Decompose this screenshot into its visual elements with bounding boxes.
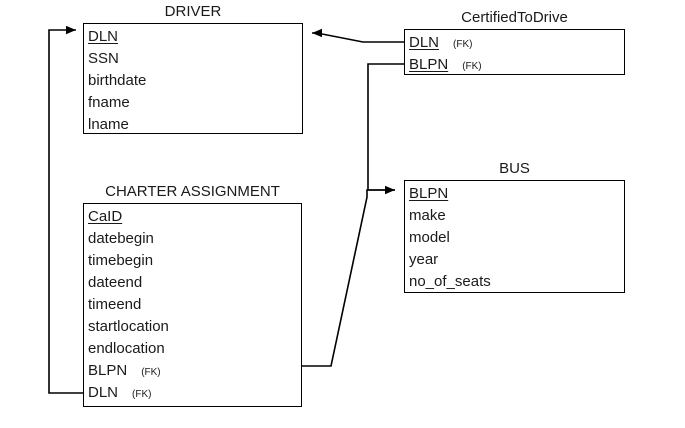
entity-title-certifiedtodrive: CertifiedToDrive: [461, 9, 568, 26]
attribute-row: birthdate: [88, 70, 146, 92]
entity-title-charter-assignment: CHARTER ASSIGNMENT: [105, 183, 280, 200]
attribute-name: DLN: [88, 28, 119, 45]
attribute-name: timebegin: [88, 252, 154, 269]
entity-certifiedtodrive[interactable]: DLN (FK) BLPN (FK): [404, 29, 625, 75]
entity-title-driver: DRIVER: [164, 3, 222, 20]
attribute-name: BLPN: [409, 56, 449, 73]
attribute-row: no_of_seats: [409, 271, 491, 293]
attribute-row: BLPN (FK): [88, 360, 169, 382]
attribute-name: DLN: [409, 34, 440, 51]
attribute-list-charter-assignment: CaID datebegin timebegin dateend timeend…: [84, 204, 169, 404]
attribute-row: SSN: [88, 48, 146, 70]
foreign-key-marker: (FK): [453, 39, 473, 50]
attribute-name: year: [409, 251, 439, 268]
attribute-row: model: [409, 227, 491, 249]
attribute-name: timeend: [88, 296, 142, 313]
attribute-name: endlocation: [88, 340, 165, 357]
attribute-name: model: [409, 229, 450, 246]
foreign-key-marker: (FK): [462, 61, 482, 72]
foreign-key-marker: (FK): [141, 367, 161, 378]
attribute-name: SSN: [88, 50, 119, 67]
attribute-row: DLN (FK): [88, 382, 169, 404]
attribute-name: startlocation: [88, 318, 169, 335]
entity-title-bus: BUS: [499, 160, 530, 177]
relationship-line-charter-blpn-bus: [302, 189, 395, 367]
foreign-key-marker: (FK): [132, 389, 152, 400]
attribute-row: year: [409, 249, 491, 271]
entity-charter-assignment[interactable]: CaID datebegin timebegin dateend timeend…: [83, 203, 302, 407]
attribute-row: datebegin: [88, 228, 169, 250]
attribute-row: timeend: [88, 294, 169, 316]
attribute-name: birthdate: [88, 72, 147, 89]
attribute-name: datebegin: [88, 230, 154, 247]
attribute-row: endlocation: [88, 338, 169, 360]
attribute-row: make: [409, 205, 491, 227]
attribute-name: dateend: [88, 274, 143, 291]
attribute-name: make: [409, 207, 446, 224]
attribute-row: fname: [88, 92, 146, 114]
attribute-list-bus: BLPN make model year no_of_seats: [405, 181, 491, 293]
attribute-row: startlocation: [88, 316, 169, 338]
attribute-name: no_of_seats: [409, 273, 491, 290]
attribute-name: fname: [88, 94, 130, 111]
entity-bus[interactable]: BLPN make model year no_of_seats: [404, 180, 625, 293]
attribute-row: DLN (FK): [409, 32, 482, 54]
relationship-line-certifiedtodrive-dln-driver: [312, 28, 404, 43]
attribute-row: timebegin: [88, 250, 169, 272]
attribute-row: BLPN (FK): [409, 54, 482, 76]
attribute-row: lname: [88, 114, 146, 136]
attribute-name: DLN: [88, 384, 119, 401]
attribute-list-certifiedtodrive: DLN (FK) BLPN (FK): [405, 30, 482, 76]
attribute-name: BLPN: [409, 185, 449, 202]
attribute-name: lname: [88, 116, 129, 133]
relationship-line-charter-dln-driver: [48, 25, 83, 394]
attribute-row: DLN: [88, 26, 146, 48]
attribute-name: BLPN: [88, 362, 128, 379]
attribute-name: CaID: [88, 208, 123, 225]
attribute-row: dateend: [88, 272, 169, 294]
entity-driver[interactable]: DLN SSN birthdate fname lname: [83, 23, 303, 134]
attribute-row: CaID: [88, 206, 169, 228]
attribute-list-driver: DLN SSN birthdate fname lname: [84, 24, 146, 136]
relationship-line-certifiedtodrive-blpn-bus: [367, 63, 404, 195]
attribute-row: BLPN: [409, 183, 491, 205]
